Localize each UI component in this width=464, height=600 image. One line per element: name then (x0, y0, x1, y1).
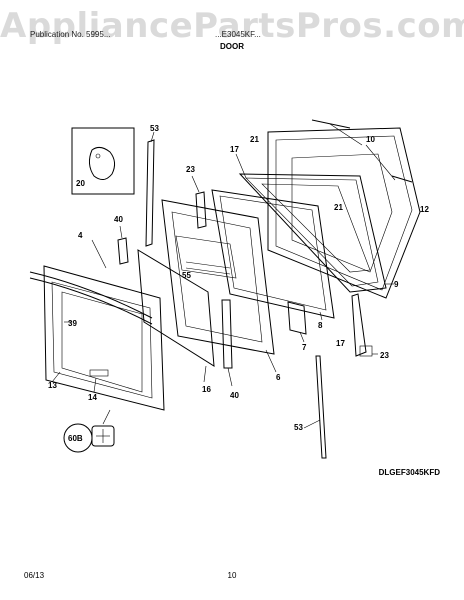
part-40-bracket-lower (221, 299, 233, 387)
part-16-glass-panel (137, 249, 215, 383)
callout-23-upper: 23 (186, 165, 195, 174)
callout-17-lower: 17 (336, 339, 345, 348)
model-code: DLGEF3045KFD (378, 468, 440, 477)
watermark: AppliancePartsPros.com (0, 6, 464, 46)
callout-13: 13 (48, 381, 57, 390)
part-12-back-panel (267, 119, 421, 299)
callout-21-lower: 21 (334, 203, 343, 212)
part-9-window-frame (238, 173, 394, 293)
callout-10: 10 (366, 135, 375, 144)
callout-14: 14 (88, 393, 97, 402)
part-40-bracket-upper (117, 225, 129, 265)
callout-17-upper: 17 (230, 145, 239, 154)
part-6-inner-frame (161, 199, 277, 373)
callout-8: 8 (318, 321, 323, 330)
callout-40-upper: 40 (114, 215, 123, 224)
part-23-lower-hinge (351, 293, 378, 357)
part-55-gasket (185, 261, 231, 275)
callout-53-upper: 53 (150, 124, 159, 133)
part-60b-screw (63, 409, 115, 453)
publication-line: Publication No. 5995... (30, 30, 111, 39)
callout-53-lower: 53 (294, 423, 303, 432)
part-4-front-door-panel (29, 239, 165, 411)
callout-39: 39 (68, 319, 77, 328)
callout-60b: 60B (68, 434, 83, 443)
header-model: ...E3045KF... (215, 30, 261, 39)
callout-21-upper: 21 (250, 135, 259, 144)
part-20-detail-box (71, 127, 135, 195)
page-number: 10 (227, 571, 237, 580)
callout-20: 20 (76, 179, 85, 188)
part-17-glass-frame (211, 153, 335, 321)
callout-23-lower: 23 (380, 351, 389, 360)
callout-55: 55 (182, 271, 191, 280)
part-53-upper-strip (145, 131, 155, 247)
part-53-lower-strip (303, 355, 327, 459)
callout-6: 6 (276, 373, 281, 382)
section-title: DOOR (220, 42, 244, 51)
callout-40-lower: 40 (230, 391, 239, 400)
callout-4: 4 (78, 231, 83, 240)
callout-12: 12 (420, 205, 429, 214)
callout-9: 9 (394, 280, 399, 289)
callout-16: 16 (202, 385, 211, 394)
part-7-lower-strip (287, 301, 307, 343)
footer-date: 06/13 (24, 571, 45, 580)
callout-7: 7 (302, 343, 307, 352)
part-23-upper-hinge (191, 175, 207, 229)
